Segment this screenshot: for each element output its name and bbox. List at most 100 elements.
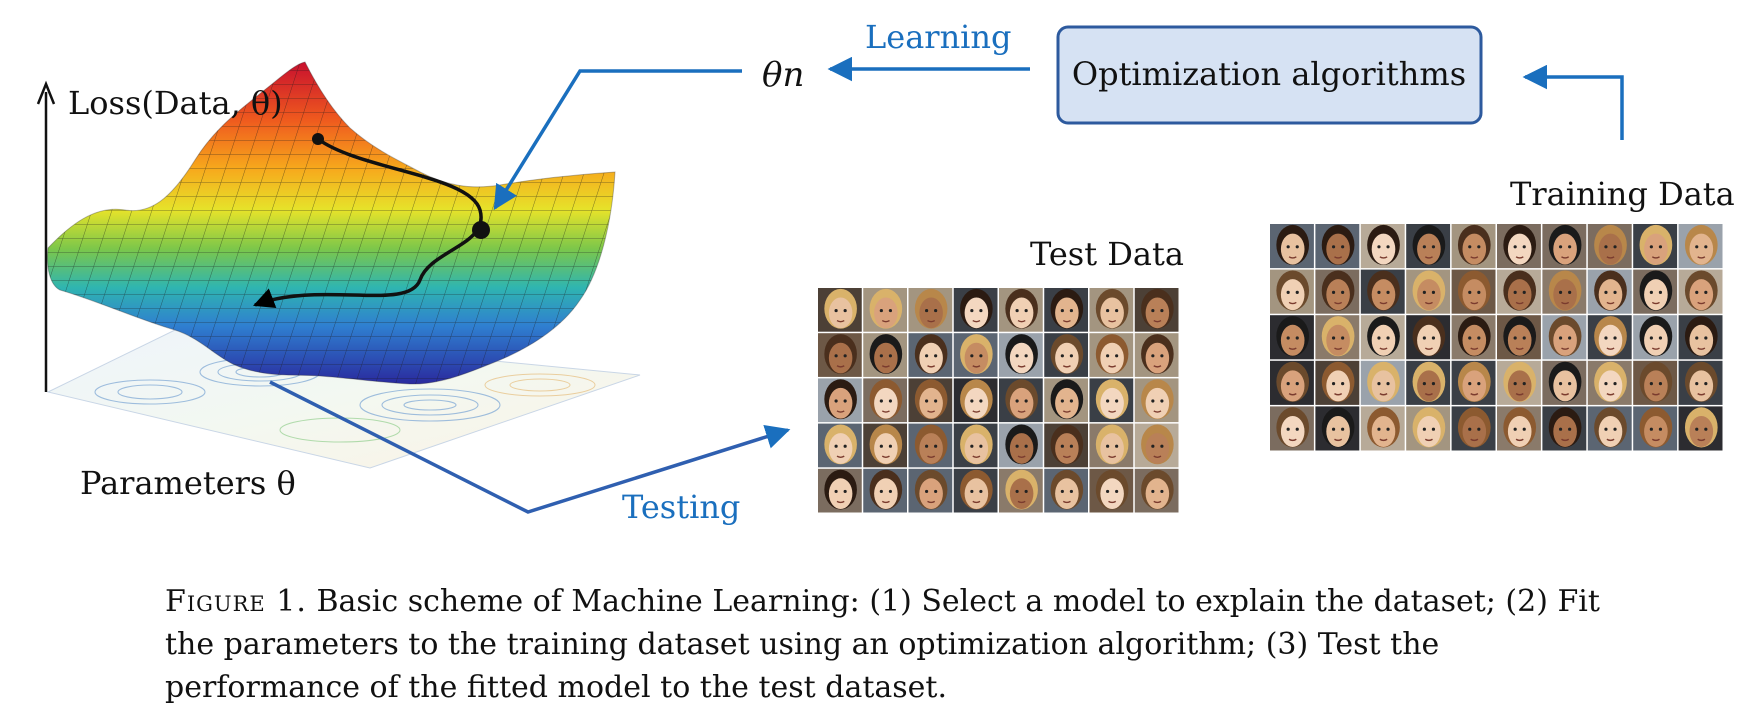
face-thumbnail [1360, 360, 1405, 405]
face-thumbnail [1451, 315, 1496, 360]
face-thumbnail [1406, 269, 1451, 314]
face-thumbnail [863, 378, 907, 423]
face-thumbnail [1360, 315, 1405, 360]
face-thumbnail [1089, 378, 1134, 423]
face-thumbnail [1451, 406, 1496, 451]
face-thumbnail [908, 333, 953, 377]
face-thumbnail [1542, 224, 1587, 269]
face-thumbnail [908, 378, 953, 423]
face-thumbnail [1587, 224, 1632, 269]
face-thumbnail [1587, 315, 1632, 360]
face-thumbnail [1044, 423, 1088, 468]
training-data-face-grid [1270, 224, 1723, 451]
face-thumbnail [1678, 269, 1723, 314]
face-thumbnail [1678, 315, 1723, 360]
face-thumbnail [1497, 315, 1541, 360]
face-thumbnail [1542, 315, 1587, 360]
face-thumbnail [863, 423, 907, 468]
face-thumbnail [1678, 360, 1723, 405]
loss-axis [36, 80, 56, 392]
face-thumbnail [1360, 269, 1405, 314]
face-thumbnail [1406, 360, 1451, 405]
face-thumbnail [1497, 269, 1541, 314]
figure-caption: Figure 1. Basic scheme of Machine Learni… [165, 580, 1625, 709]
face-thumbnail [1587, 360, 1632, 405]
theta-n-label: θn [762, 55, 804, 95]
learning-label: Learning [865, 18, 1012, 56]
face-thumbnail [999, 423, 1043, 468]
figure-label: Figure 1. [165, 584, 307, 619]
face-thumbnail [908, 288, 953, 332]
face-thumbnail [1587, 269, 1632, 314]
training-to-optimization-arrow [1522, 64, 1624, 140]
face-thumbnail [1406, 406, 1451, 451]
face-thumbnail [1089, 423, 1134, 468]
parameters-axis-label: Parameters θ [80, 464, 296, 502]
face-thumbnail [1542, 406, 1587, 451]
face-thumbnail [1134, 333, 1179, 377]
face-thumbnail [1542, 269, 1587, 314]
face-thumbnail [1044, 333, 1088, 377]
face-thumbnail [1044, 378, 1088, 423]
face-thumbnail [1315, 315, 1360, 360]
face-thumbnail [999, 288, 1043, 332]
face-thumbnail [1270, 315, 1314, 360]
face-thumbnail [863, 468, 907, 513]
face-thumbnail [863, 288, 907, 332]
test-data-label: Test Data [1030, 235, 1184, 273]
face-thumbnail [1315, 406, 1360, 451]
training-data-label: Training Data [1510, 175, 1735, 213]
loss-axis-label: Loss(Data, θ) [68, 84, 283, 122]
face-thumbnail [1633, 315, 1678, 360]
learning-arrow [493, 69, 742, 211]
face-thumbnail [1134, 423, 1179, 468]
face-thumbnail [818, 423, 862, 468]
face-thumbnail [999, 378, 1043, 423]
face-thumbnail [1497, 406, 1541, 451]
face-thumbnail [1633, 406, 1678, 451]
face-thumbnail [1044, 288, 1088, 332]
face-thumbnail [1633, 360, 1678, 405]
face-thumbnail [1633, 269, 1678, 314]
face-thumbnail [1315, 224, 1360, 269]
face-thumbnail [863, 333, 907, 377]
descent-path [253, 133, 490, 309]
face-thumbnail [1134, 468, 1179, 513]
face-thumbnail [999, 333, 1043, 377]
face-thumbnail [1270, 269, 1314, 314]
face-thumbnail [1633, 224, 1678, 269]
face-thumbnail [953, 378, 998, 423]
face-thumbnail [1360, 224, 1405, 269]
testing-label: Testing [622, 488, 740, 526]
face-thumbnail [1044, 468, 1088, 513]
caption-text: Basic scheme of Machine Learning: (1) Se… [165, 584, 1600, 705]
face-thumbnail [1406, 315, 1451, 360]
face-thumbnail [818, 378, 862, 423]
face-thumbnail [1089, 333, 1134, 377]
optimization-box-label: Optimization algorithms [1072, 55, 1466, 93]
face-thumbnail [1089, 468, 1134, 513]
face-thumbnail [908, 468, 953, 513]
face-thumbnail [953, 468, 998, 513]
theta-n-point [472, 221, 490, 239]
face-thumbnail [999, 468, 1043, 513]
face-thumbnail [1451, 224, 1496, 269]
face-thumbnail [1678, 406, 1723, 451]
face-thumbnail [1270, 406, 1314, 451]
face-thumbnail [1134, 378, 1179, 423]
face-thumbnail [1497, 224, 1541, 269]
face-thumbnail [908, 423, 953, 468]
face-thumbnail [953, 333, 998, 377]
face-thumbnail [1270, 224, 1314, 269]
face-thumbnail [818, 288, 862, 332]
face-thumbnail [1678, 224, 1723, 269]
face-thumbnail [953, 288, 998, 332]
face-thumbnail [1451, 269, 1496, 314]
face-thumbnail [818, 468, 862, 513]
face-thumbnail [1089, 288, 1134, 332]
face-thumbnail [1406, 224, 1451, 269]
face-thumbnail [1315, 360, 1360, 405]
face-thumbnail [818, 333, 862, 377]
face-thumbnail [953, 423, 998, 468]
